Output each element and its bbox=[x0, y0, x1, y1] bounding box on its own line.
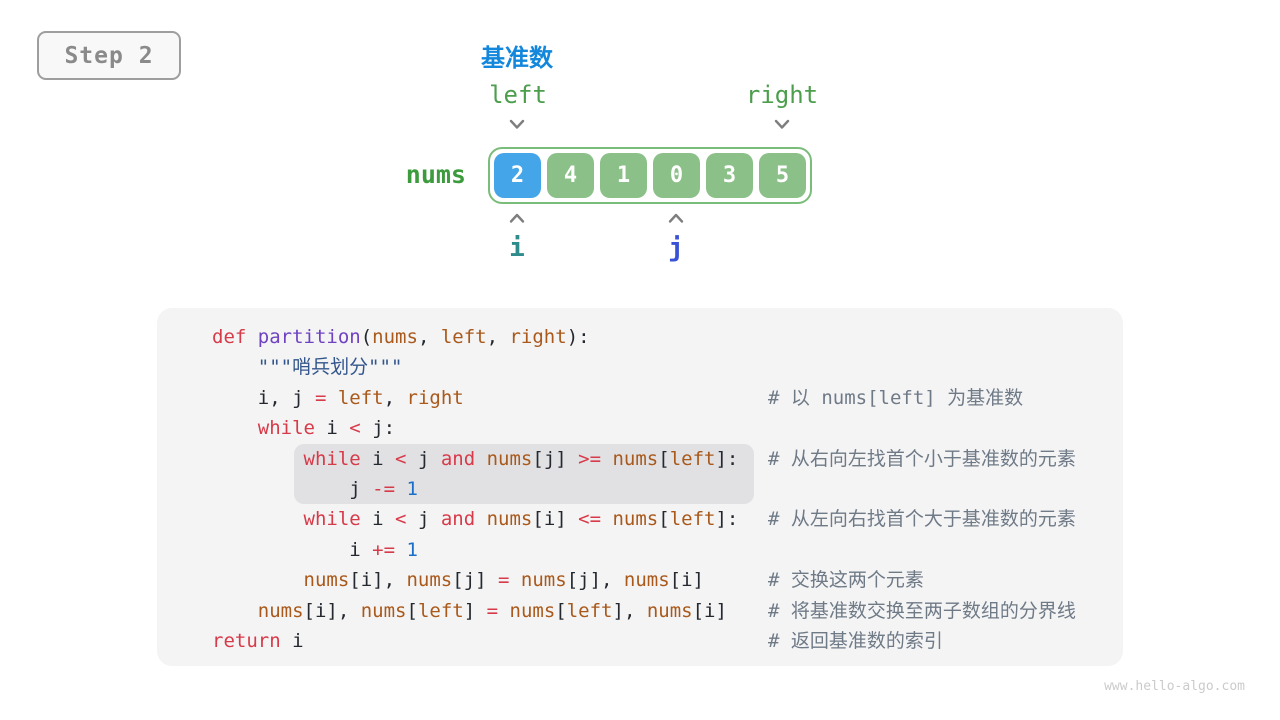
pivot-number-title: 基准数 bbox=[481, 44, 553, 72]
array-cell: 0 bbox=[653, 153, 700, 198]
j-pointer-label: j bbox=[668, 233, 684, 263]
down-arrow-icon bbox=[509, 119, 525, 130]
up-arrow-icon bbox=[509, 213, 525, 224]
right-pointer-label: right bbox=[745, 81, 819, 109]
array-cell: 5 bbox=[759, 153, 806, 198]
code-line: def partition(nums, left, right): bbox=[212, 326, 590, 348]
code-comment: # 以 nums[left] 为基准数 bbox=[768, 386, 1024, 409]
code-comment: # 从左向右找首个大于基准数的元素 bbox=[768, 508, 1076, 531]
array-cell: 3 bbox=[706, 153, 753, 198]
highlighted-code-region bbox=[294, 444, 754, 504]
up-arrow-icon bbox=[668, 213, 684, 224]
code-lines: def partition(nums, left, right): """哨兵划… bbox=[212, 322, 1076, 656]
code-line: i, j = left, right# 以 nums[left] 为基准数 bbox=[212, 383, 1023, 413]
array-cell: 1 bbox=[600, 153, 647, 198]
code-line: j -= 1 bbox=[212, 477, 418, 500]
code-comment: # 从右向左找首个小于基准数的元素 bbox=[768, 447, 1076, 470]
code-line: while i < j and nums[j] >= nums[left]:# … bbox=[212, 444, 1076, 474]
code-line: nums[i], nums[left] = nums[left], nums[i… bbox=[212, 596, 1076, 626]
code-line: while i < j and nums[i] <= nums[left]:# … bbox=[212, 504, 1076, 534]
watermark: www.hello-algo.com bbox=[1104, 679, 1245, 694]
step-badge: Step 2 bbox=[37, 31, 181, 80]
down-arrow-icon bbox=[774, 119, 790, 130]
code-comment: # 返回基准数的索引 bbox=[768, 629, 943, 652]
code-line: while i < j: bbox=[257, 417, 396, 440]
array-name-label: nums bbox=[405, 160, 466, 189]
code-comment: # 交换这两个元素 bbox=[768, 569, 924, 592]
code-line: return i# 返回基准数的索引 bbox=[212, 626, 943, 656]
code-comment: # 将基准数交换至两子数组的分界线 bbox=[768, 599, 1076, 622]
i-pointer-label: i bbox=[509, 233, 525, 263]
step-badge-label: Step 2 bbox=[64, 42, 154, 69]
code-line: nums[i], nums[j] = nums[j], nums[i]# 交换这… bbox=[212, 565, 924, 595]
left-pointer-label: left bbox=[489, 81, 547, 109]
code-block: def partition(nums, left, right): """哨兵划… bbox=[157, 308, 1123, 666]
code-line: i += 1 bbox=[212, 538, 418, 561]
array-cell: 4 bbox=[547, 153, 594, 198]
array-cell: 2 bbox=[494, 153, 541, 198]
code-line: """哨兵划分""" bbox=[257, 356, 403, 379]
